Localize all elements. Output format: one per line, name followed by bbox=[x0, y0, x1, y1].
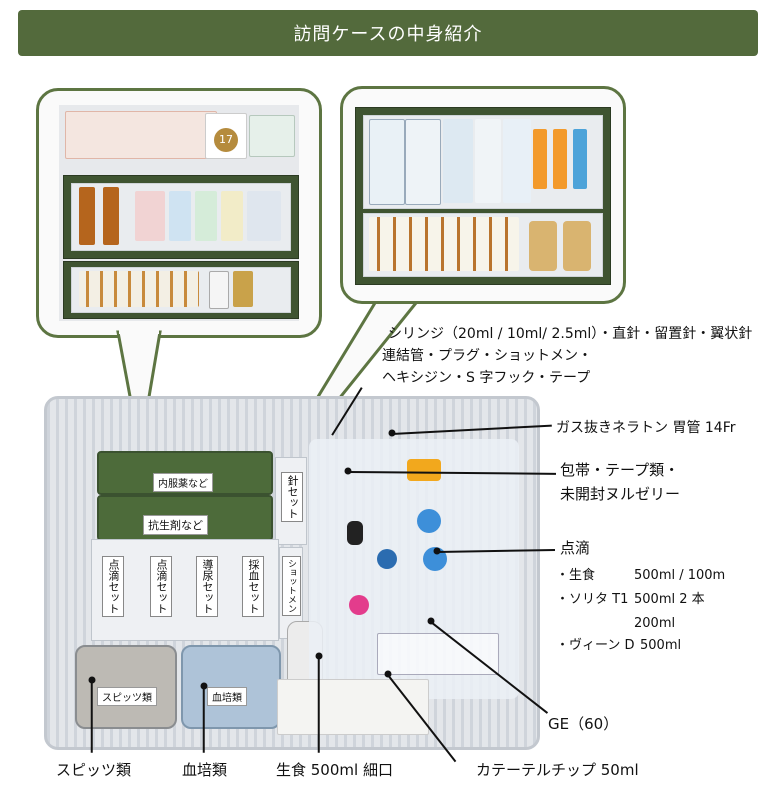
medicine-box-3 bbox=[195, 191, 217, 241]
blue-port-1 bbox=[417, 509, 441, 533]
drip-item-amount-1: 500ml 2 本 bbox=[634, 592, 705, 607]
visit-case-photo: 内服薬など 抗生剤など 針セット 点滴セット 点滴セット 導尿セット 採血セット… bbox=[44, 396, 540, 750]
ampoule-brown-1 bbox=[79, 187, 95, 245]
needle-set-box: 針セット bbox=[275, 457, 307, 545]
label-syringe-line2: 連結管・プラグ・ショットメン・ bbox=[382, 348, 592, 364]
tag-catheter-set: 導尿セット bbox=[196, 556, 218, 617]
drip-item-amount-0: 500ml / 100m bbox=[634, 568, 726, 583]
tag-kouseizai: 抗生剤など bbox=[143, 515, 208, 535]
label-bandage-line1: 包帯・テープ類・ bbox=[560, 461, 680, 479]
leader-ketsubai bbox=[203, 686, 205, 753]
jar-1 bbox=[529, 221, 557, 271]
dot-saline bbox=[315, 652, 323, 660]
pack-4 bbox=[475, 119, 501, 203]
green-box-top: 内服薬など bbox=[97, 451, 273, 495]
label-ketsubai: 血培類 bbox=[182, 761, 228, 779]
dot-catheter bbox=[384, 670, 392, 678]
medicine-box-2 bbox=[169, 191, 191, 241]
label-syringe-line3: ヘキシジン・S 字フック・テープ bbox=[382, 370, 591, 386]
dot-ge bbox=[427, 617, 435, 625]
label-catheter: カテーテルチップ 50ml bbox=[476, 761, 639, 779]
pack-green bbox=[249, 115, 295, 157]
green-box-bottom: 抗生剤など bbox=[97, 495, 273, 541]
paper-sheet bbox=[277, 679, 429, 735]
drip-item-name-0: ・生食 bbox=[556, 568, 596, 583]
tag-shotmen: ショットメン bbox=[282, 556, 301, 616]
label-card: 17 bbox=[205, 113, 247, 159]
callout-left-tray-photo: 17 bbox=[36, 88, 322, 338]
orange-cap bbox=[407, 459, 441, 481]
drip-item-amount-3: 500ml bbox=[640, 638, 682, 653]
tag-drip-set-2: 点滴セット bbox=[150, 556, 172, 617]
medicine-box-5 bbox=[247, 191, 281, 241]
label-ge: GE（60） bbox=[548, 715, 619, 733]
bottle-amber bbox=[233, 271, 253, 307]
blue-port-3 bbox=[377, 549, 397, 569]
set-box-group: 点滴セット 点滴セット 導尿セット 採血セット bbox=[91, 539, 279, 641]
blood-culture-box: 血培類 bbox=[181, 645, 281, 729]
jar-2 bbox=[563, 221, 591, 271]
syringe-pack-1 bbox=[369, 119, 405, 205]
ampoule-row bbox=[79, 271, 199, 307]
drip-item-amount-2: 200ml bbox=[634, 616, 676, 631]
syringe-pack-2 bbox=[405, 119, 441, 205]
shotmen-box: ショットメン bbox=[279, 547, 303, 639]
label-spitz: スピッツ類 bbox=[56, 761, 132, 779]
label-saline: 生食 500ml 細口 bbox=[276, 761, 393, 779]
callout-right-tray-photo bbox=[340, 86, 626, 304]
ampoule-brown-2 bbox=[103, 187, 119, 245]
tag-ketsubai: 血培類 bbox=[207, 687, 247, 706]
tag-needle-set: 針セット bbox=[281, 472, 303, 522]
label-nelaton: ガス抜きネラトン 胃管 14Fr bbox=[556, 420, 736, 436]
label-syringe-line1: シリンジ（20ml / 10ml/ 2.5ml）・直針・留置針・翼状針 bbox=[388, 326, 753, 342]
label-drip-title: 点滴 bbox=[560, 539, 591, 557]
ampoule-row-right bbox=[369, 217, 519, 271]
orange-tag-2 bbox=[553, 129, 567, 189]
pack-3 bbox=[443, 119, 473, 203]
leader-spitz bbox=[91, 680, 93, 753]
dot-spitz bbox=[88, 676, 96, 684]
blue-tag bbox=[573, 129, 587, 189]
black-cap bbox=[347, 521, 363, 545]
page-title: 訪問ケースの中身紹介 bbox=[293, 24, 483, 45]
leader-saline bbox=[318, 656, 320, 753]
tag-spitz: スピッツ類 bbox=[97, 687, 157, 706]
medicine-box-1 bbox=[135, 191, 165, 241]
tag-naifuku: 内服薬など bbox=[153, 473, 213, 492]
pink-port bbox=[349, 595, 369, 615]
label-bandage-line2: 未開封ヌルゼリー bbox=[560, 485, 681, 503]
drip-item-name-3: ・ヴィーン D bbox=[556, 638, 635, 653]
bottle-small bbox=[209, 271, 229, 309]
tag-drip-set-1: 点滴セット bbox=[102, 556, 124, 617]
ge-pack bbox=[377, 633, 499, 675]
tape-packs bbox=[65, 111, 217, 159]
number-17-badge: 17 bbox=[214, 128, 238, 152]
orange-tag-1 bbox=[533, 129, 547, 189]
page-title-banner: 訪問ケースの中身紹介 bbox=[18, 10, 758, 56]
dot-ketsubai bbox=[200, 682, 208, 690]
drip-item-name-1: ・ソリタ T1 bbox=[556, 592, 629, 607]
pack-5 bbox=[503, 119, 531, 203]
tag-blood-draw-set: 採血セット bbox=[242, 556, 264, 617]
medicine-box-4 bbox=[221, 191, 243, 241]
dot-bandage bbox=[344, 467, 352, 475]
